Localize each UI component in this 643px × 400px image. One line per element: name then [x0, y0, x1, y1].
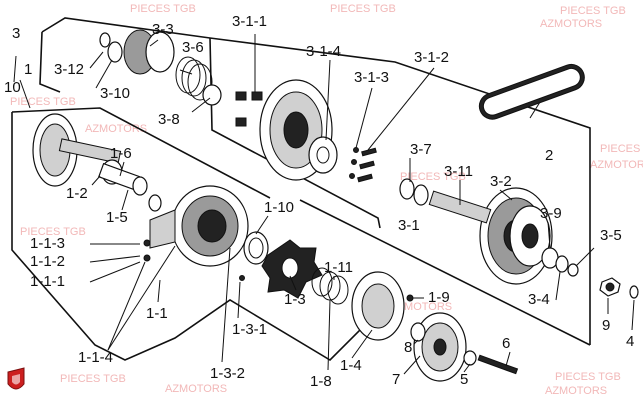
watermark-text: PIECES TGB — [400, 171, 466, 183]
callout-1-11: 1-11 — [324, 259, 353, 276]
watermark-text: PIECES TGB — [60, 373, 126, 385]
callout-3-4: 3-4 — [528, 291, 550, 308]
watermark-text: PIECES TGB — [560, 5, 626, 17]
callout-labels: 3 3-3 3-1-1 3-1-4 3-1-2 3-1-3 3-6 3-12 3… — [4, 13, 634, 390]
callout-3-1-2: 3-1-2 — [414, 49, 449, 66]
callout-3-5: 3-5 — [600, 227, 622, 244]
plate-1-4 — [351, 271, 414, 341]
callout-3-2: 3-2 — [490, 173, 512, 190]
callout-3-7: 3-7 — [410, 141, 432, 158]
callout-1-2: 1-2 — [66, 185, 88, 202]
watermark-text: PIECES TGB — [130, 3, 196, 15]
callout-1-1-4: 1-1-4 — [78, 349, 113, 366]
callout-3-1-3: 3-1-3 — [354, 69, 389, 86]
tgb-shield-icon — [7, 367, 25, 390]
callout-2: 2 — [545, 147, 553, 164]
callout-3-6: 3-6 — [182, 39, 204, 56]
small-parts-3-1-x — [316, 146, 377, 183]
watermark-text: PIECES TGB — [20, 226, 86, 238]
callout-1-6: 1-6 — [110, 145, 132, 162]
washer-1-10 — [243, 231, 269, 265]
callout-1-1-3: 1-1-3 — [30, 235, 65, 252]
callout-1-5: 1-5 — [106, 209, 128, 226]
watermark-text: PIECES TGB — [600, 143, 643, 155]
callout-1-1: 1-1 — [146, 305, 168, 322]
callout-1-9: 1-9 — [428, 289, 450, 306]
callout-3-3: 3-3 — [152, 21, 174, 38]
driven-pulley-3-2 — [479, 187, 553, 285]
watermark-text: AZMOTORS — [540, 18, 602, 30]
callout-3-9: 3-9 — [540, 205, 562, 222]
drive-belt — [478, 63, 585, 120]
callout-5: 5 — [460, 371, 468, 388]
watermark-text: PIECES TGB — [555, 371, 621, 383]
callout-3-1: 3-1 — [398, 217, 420, 234]
callout-10: 10 — [4, 79, 21, 96]
nut-washer-9-4 — [599, 277, 639, 299]
callout-1-8: 1-8 — [310, 373, 332, 390]
callout-6: 6 — [502, 335, 510, 352]
callout-3-1-4: 3-1-4 — [306, 43, 341, 60]
callout-8: 8 — [404, 339, 412, 356]
callout-1-1-2: 1-1-2 — [30, 253, 65, 270]
star-gear-1-3 — [261, 239, 323, 299]
watermark-text: PIECES TGB — [10, 96, 76, 108]
watermark-group: PIECES TGB PIECES TGB PIECES TGB AZMOTOR… — [10, 3, 643, 397]
callout-3-12: 3-12 — [54, 61, 84, 78]
callout-7: 7 — [392, 371, 400, 388]
drive-face-3-1 — [235, 79, 338, 181]
watermark-text: AZMOTORS — [165, 383, 227, 395]
callout-1-3: 1-3 — [284, 291, 306, 308]
watermark-text: AZMOTORS — [545, 385, 607, 397]
watermark-text: AZMOTORS — [590, 159, 643, 171]
callout-3-1-1: 3-1-1 — [232, 13, 267, 30]
callout-3: 3 — [12, 25, 20, 42]
shaft-3-11 — [399, 178, 579, 277]
callout-1-3-1: 1-3-1 — [232, 321, 267, 338]
watermark-text: AZMOTORS — [390, 301, 452, 313]
callout-1-3-2: 1-3-2 — [210, 365, 245, 382]
watermark-text: PIECES TGB — [330, 3, 396, 15]
callout-1-1-1: 1-1-1 — [30, 273, 65, 290]
fan-7 — [410, 312, 519, 382]
callout-1-4: 1-4 — [340, 357, 362, 374]
assembly-outlines — [11, 17, 591, 362]
leader-lines — [13, 34, 635, 375]
callout-3-10: 3-10 — [100, 85, 130, 102]
watermark-text: AZMOTORS — [85, 123, 147, 135]
callout-1-10: 1-10 — [264, 199, 294, 216]
callout-3-8: 3-8 — [158, 111, 180, 128]
callout-1: 1 — [24, 61, 32, 78]
callout-9: 9 — [602, 317, 610, 334]
callout-3-11: 3-11 — [444, 163, 473, 180]
callout-4: 4 — [626, 333, 634, 350]
clutch-shoe-1-1 — [143, 185, 249, 281]
